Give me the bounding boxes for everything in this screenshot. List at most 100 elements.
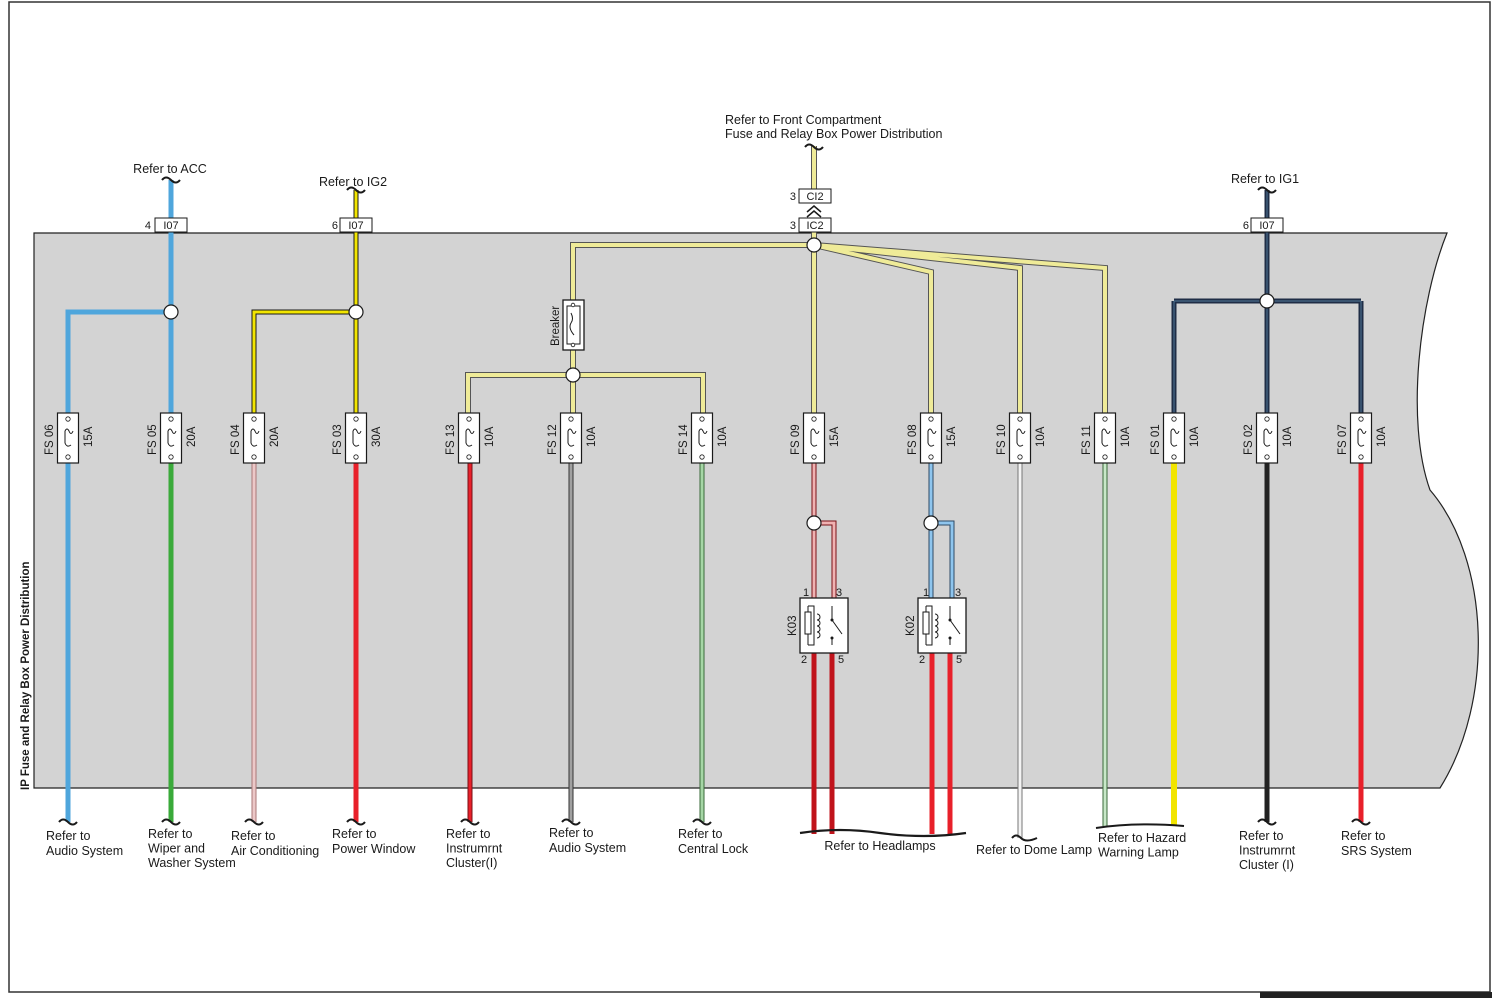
fuse-id-label: FS 12 [547,424,559,455]
fuse-body [690,412,714,464]
relay-k03-pin1: 1 [803,587,809,599]
wire-breaks [58,143,1371,842]
fuse-terminal-out [811,454,817,460]
fuse-terminal-out [699,454,705,460]
ref-srs-system: Refer to SRS System [1341,829,1412,858]
svg-text:I07: I07 [1259,220,1274,232]
fuse-rating-label: 10A [1035,426,1047,447]
splice-k03 [806,515,822,531]
fuse-terminal-in [1171,416,1177,422]
fuse-body [1349,412,1373,464]
ref-audio-2: Refer to Audio System [549,826,626,855]
connector-acc: I07 4 [145,217,188,233]
svg-text:IC2: IC2 [806,220,823,232]
fuse-id-label: FS 08 [907,424,919,455]
fuse-element-icon [465,428,475,447]
fuse-terminal-in [699,416,705,422]
ref-dome-lamp: Refer to Dome Lamp [976,843,1092,857]
fuse-terminal-in [251,416,257,422]
ref-ig1: Refer to IG1 [1231,172,1299,186]
breaker-label: Breaker [550,306,562,346]
svg-text:6: 6 [1243,220,1249,232]
fuse-rating-label: 10A [1120,426,1132,447]
fuse-terminal-in [1017,416,1023,422]
fuse-id-label: FS 07 [1337,424,1349,455]
circuit-breaker: Breaker [550,299,585,351]
fuse-body [919,412,943,464]
fuse-id-label: FS 05 [147,424,159,455]
fuse-rating-label: 20A [269,426,281,447]
fuse-element-icon [250,428,260,447]
relay-k02: K02 1 3 2 5 [905,587,967,666]
fuse-body [559,412,583,464]
fuse-terminal-out [568,454,574,460]
svg-text:6: 6 [332,220,338,232]
connector-ig2: I07 6 [332,217,373,233]
ref-ig2: Refer to IG2 [319,175,387,189]
fuse-terminal-out [1102,454,1108,460]
fuse-element-icon [810,428,820,447]
fuse-rating-label: 10A [717,426,729,447]
fuse-fs01: FS 01 10A [1150,412,1201,464]
fuse-body [56,412,80,464]
ref-central-lock: Refer to Central Lock [678,827,749,856]
ref-instrument-cluster-2: Refer to Instrumrnt Cluster (I) [1239,829,1299,872]
svg-text:3: 3 [790,191,796,203]
splice-ig1 [1259,293,1275,309]
fuse-fs12: FS 12 10A [547,412,598,464]
fuse-element-icon [64,428,74,447]
fuse-body [242,412,266,464]
splice-breaker [565,367,581,383]
fuse-rating-label: 10A [1376,426,1388,447]
relay-k02-pin3: 3 [955,587,961,599]
fuse-terminal-out [1017,454,1023,460]
fuse-id-label: FS 14 [678,424,690,455]
splice-ig2 [348,304,364,320]
fuse-terminal-out [251,454,257,460]
fuse-body [159,412,183,464]
connector-ic2: IC2 3 [790,217,832,233]
fuse-id-label: FS 02 [1243,424,1255,455]
relay-k03-pin2: 2 [801,654,807,666]
fuse-id-label: FS 03 [332,424,344,455]
fuse-terminal-in [65,416,71,422]
connector-ig1: I07 6 [1243,217,1284,233]
relay-k03-pin3: 3 [836,587,842,599]
fuse-terminal-out [168,454,174,460]
fuse-element-icon [567,428,577,447]
ref-audio-1: Refer to Audio System [46,829,123,858]
fuse-terminal-in [466,416,472,422]
fuse-terminal-out [466,454,472,460]
fuse-box-area [33,232,1479,789]
relay-k03-pin5: 5 [838,654,844,666]
fuse-fs02: FS 02 10A [1243,412,1294,464]
fuse-rating-label: 10A [1189,426,1201,447]
relay-k02-label: K02 [905,616,917,636]
fuse-body [457,412,481,464]
relay-k02-pin2: 2 [919,654,925,666]
wire-k03-out [811,653,835,834]
fuse-id-label: FS 13 [445,424,457,455]
page-corner-bar [1260,992,1492,998]
fuse-rating-label: 10A [586,426,598,447]
fuse-rating-label: 15A [946,426,958,447]
fuse-terminal-out [353,454,359,460]
svg-text:I07: I07 [163,220,178,232]
fuse-id-label: FS 01 [1150,424,1162,455]
fuse-rating-label: 10A [1282,426,1294,447]
fuse-terminal-in [168,416,174,422]
fuse-id-label: FS 06 [44,424,56,455]
fuse-element-icon [927,428,937,447]
ref-acc: Refer to ACC [133,162,207,176]
fuse-body [802,412,826,464]
fuse-terminal-out [1264,454,1270,460]
splices [163,237,1275,531]
fuse-element-icon [1357,428,1367,447]
fuse-terminal-in [1358,416,1364,422]
